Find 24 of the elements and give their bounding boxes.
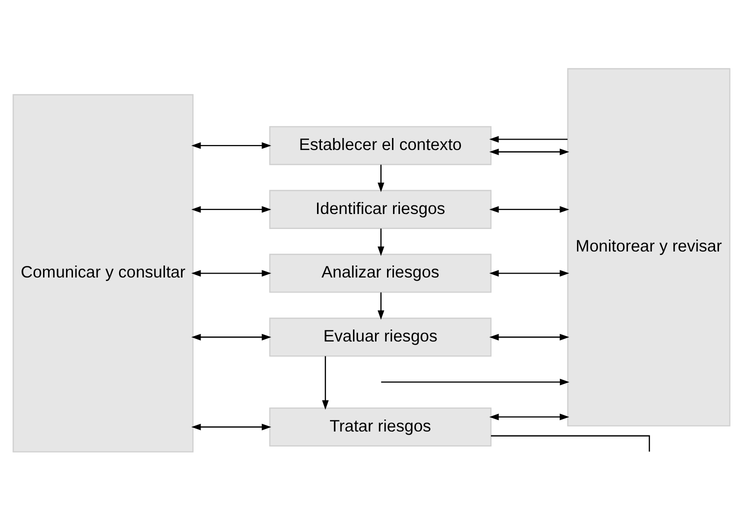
arrow [191,270,272,277]
arrow [489,334,570,340]
node-box: Evaluar riesgos [269,318,492,357]
node-box: Monitorear y revisar [567,68,730,426]
node-box: Analizar riesgos [269,254,492,293]
node-box: Establecer el contexto [269,126,492,166]
arrow [322,356,329,410]
arrow [489,136,568,143]
arrow [191,424,272,430]
arrow [489,148,570,156]
arrow [489,270,570,277]
connector [490,435,650,452]
node-box: Comunicar y consultar [12,94,194,452]
arrow [489,414,570,420]
arrow [378,164,384,192]
arrow [381,378,570,386]
node-box: Identificar riesgos [269,190,492,229]
arrow [191,142,272,149]
arrow [489,206,570,213]
arrow [378,292,384,320]
arrow [191,206,272,213]
arrow [191,334,272,340]
node-box: Tratar riesgos [269,408,492,447]
arrow [378,228,384,256]
